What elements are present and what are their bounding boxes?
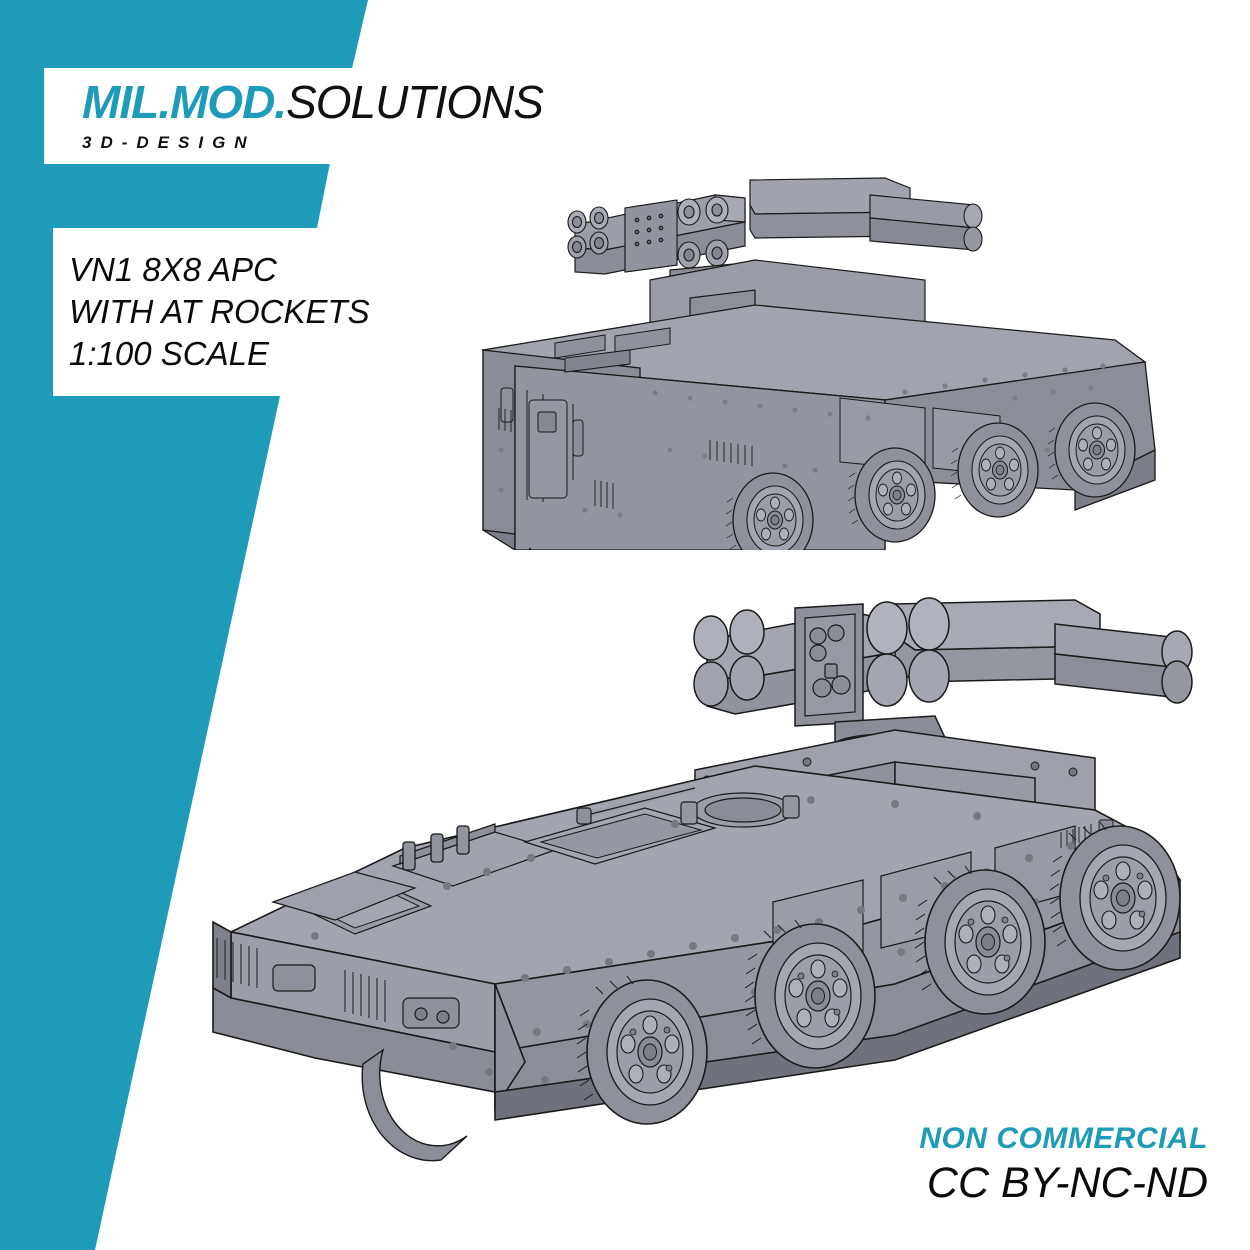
teal-column-left <box>0 228 53 396</box>
model-description: VN1 8X8 APC WITH AT ROCKETS 1:100 SCALE <box>53 228 483 396</box>
brand-name-plain: SOLUTIONS <box>286 76 544 128</box>
licence-block: NON COMMERCIAL CC BY-NC-ND <box>919 1122 1208 1208</box>
vehicle-render-front <box>195 580 1205 1170</box>
brand-logo: MIL.MOD.SOLUTIONS 3D-DESIGN <box>44 68 644 164</box>
teal-band-mid <box>0 163 330 228</box>
wheels-front <box>361 821 1181 1162</box>
brand-name: MIL.MOD.SOLUTIONS <box>82 79 644 125</box>
licence-non-commercial: NON COMMERCIAL <box>919 1122 1208 1156</box>
description-line-1: VN1 8X8 APC <box>69 250 277 288</box>
description-line-2: WITH AT ROCKETS <box>69 292 370 330</box>
brand-tagline: 3D-DESIGN <box>82 133 256 152</box>
rocket-launcher-assembly-front <box>693 597 1193 757</box>
vehicle-render-rear <box>455 150 1175 550</box>
rocket-launcher-assembly-rear <box>567 177 983 304</box>
brand-name-accent: MIL.MOD. <box>82 76 287 128</box>
description-line-3: 1:100 SCALE <box>69 335 269 373</box>
licence-cc-code: CC BY-NC-ND <box>926 1158 1208 1207</box>
